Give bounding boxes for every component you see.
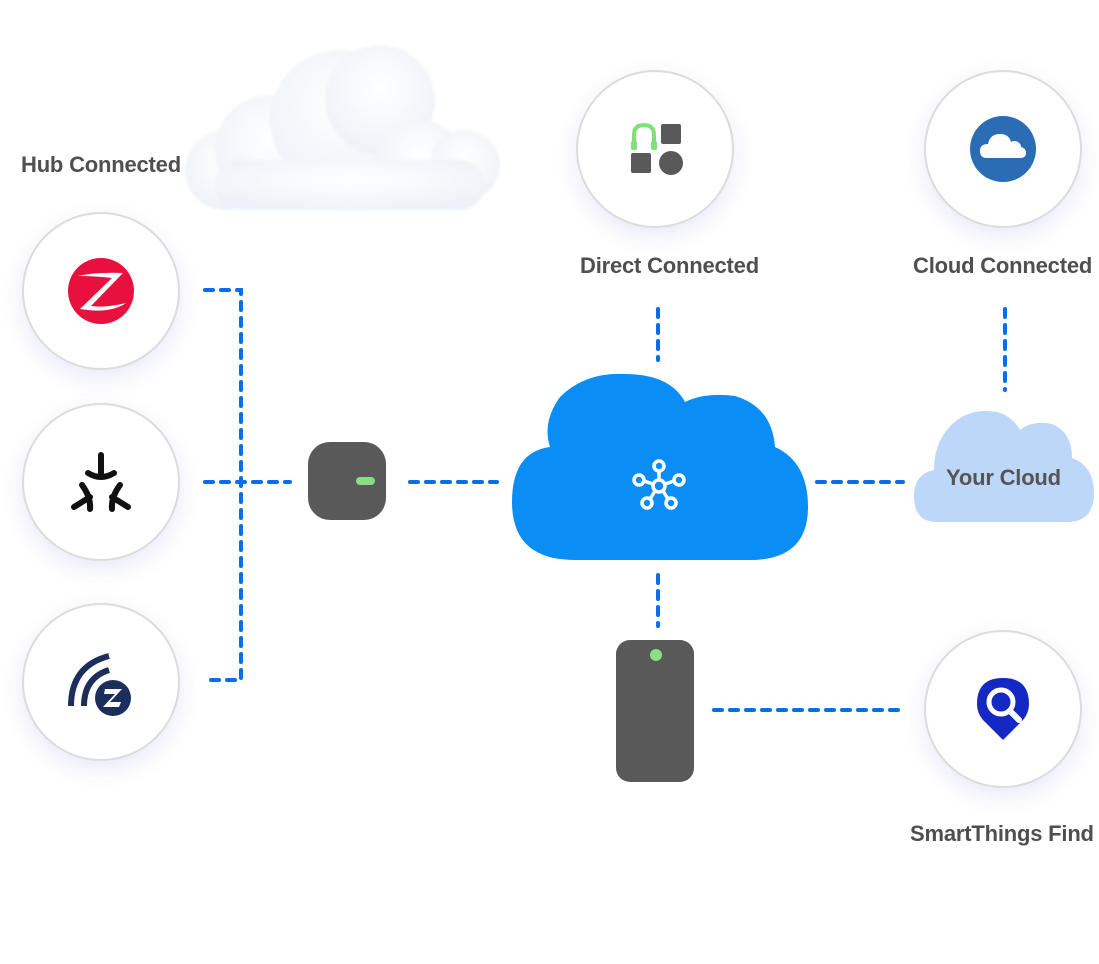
smartthings-logo-icon xyxy=(632,459,686,510)
zwave-icon xyxy=(68,653,131,716)
smartthings-hub[interactable] xyxy=(308,442,386,520)
tracker-led xyxy=(650,649,662,661)
connector-zigbee xyxy=(203,288,243,682)
decorative-cloud xyxy=(185,45,500,210)
cloud-connected-label: Cloud Connected xyxy=(913,253,1093,278)
matter-node[interactable] xyxy=(22,403,180,561)
matter-icon xyxy=(71,452,131,512)
smartthings-cloud[interactable] xyxy=(510,372,810,562)
hub-led xyxy=(356,477,375,485)
your-cloud-label: Your Cloud xyxy=(946,465,1061,490)
cloud-icon xyxy=(970,116,1036,182)
hub-connected-label: Hub Connected xyxy=(21,152,181,177)
direct-connected-label: Direct Connected xyxy=(580,253,759,278)
your-cloud[interactable] xyxy=(912,408,1096,524)
zwave-node[interactable] xyxy=(22,603,180,761)
smartthings-tracker[interactable] xyxy=(616,640,694,782)
smartthings-find-label: SmartThings Find xyxy=(910,821,1094,846)
zigbee-node[interactable] xyxy=(22,212,180,370)
direct-connected-node[interactable] xyxy=(576,70,734,228)
zigbee-icon xyxy=(68,258,134,324)
location-search-icon xyxy=(977,678,1029,740)
devices-icon xyxy=(631,122,683,175)
smartthings-find-node[interactable] xyxy=(924,630,1082,788)
cloud-connected-node[interactable] xyxy=(924,70,1082,228)
